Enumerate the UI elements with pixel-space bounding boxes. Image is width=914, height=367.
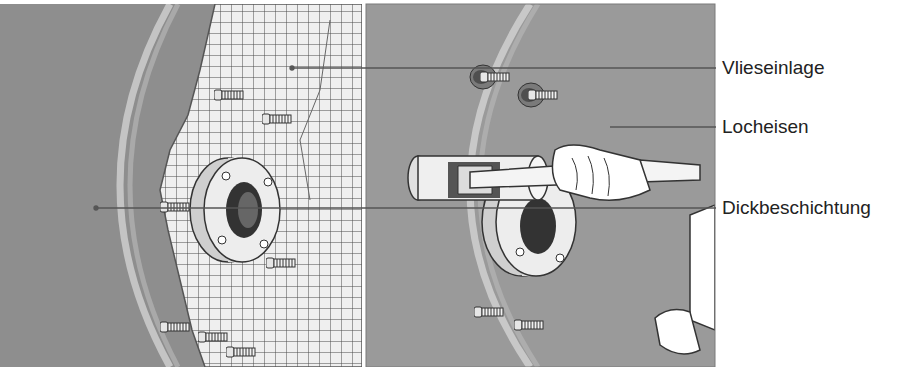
part-label: Dickbeschichtung xyxy=(720,197,873,219)
leader-line xyxy=(292,67,716,68)
leader-line xyxy=(610,126,716,127)
part-label: Vlieseinlage xyxy=(720,57,826,79)
flange xyxy=(190,158,280,262)
hand xyxy=(552,145,715,354)
left-panel xyxy=(0,4,362,367)
leader-line xyxy=(96,207,716,208)
right-panel xyxy=(366,4,715,367)
leader-dot xyxy=(94,206,98,210)
leader-dot xyxy=(290,66,294,70)
leader-lines xyxy=(94,66,716,210)
part-label: Locheisen xyxy=(720,116,811,138)
